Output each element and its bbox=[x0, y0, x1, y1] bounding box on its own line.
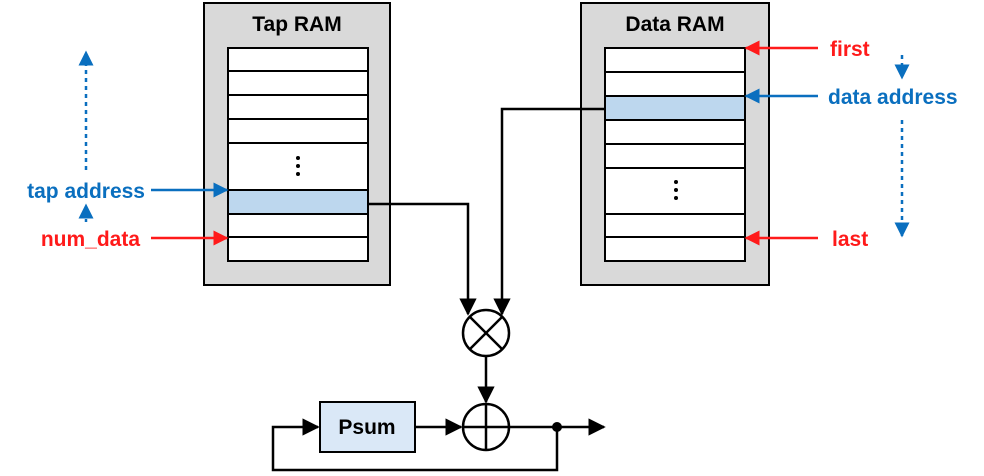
num-data-label: num_data bbox=[41, 228, 141, 251]
first-label: first bbox=[830, 38, 870, 61]
vertical-ellipsis-icon bbox=[674, 180, 678, 200]
tap-ram: Tap RAM bbox=[203, 2, 391, 286]
last-label: last bbox=[832, 228, 868, 251]
tap-ram-title: Tap RAM bbox=[252, 13, 341, 36]
data-ram-cells bbox=[604, 47, 746, 262]
feedback-wire bbox=[271, 418, 559, 472]
tap-address-label: tap address bbox=[27, 180, 145, 203]
adder-icon bbox=[461, 402, 511, 452]
vertical-ellipsis-icon bbox=[296, 156, 300, 176]
psum-label: Psum bbox=[338, 416, 395, 439]
data-ram-highlight-cell bbox=[604, 95, 746, 121]
data-address-label: data address bbox=[828, 86, 958, 109]
data-ram: Data RAM bbox=[580, 2, 770, 286]
psum-register: Psum bbox=[319, 401, 416, 453]
multiplier-icon bbox=[461, 308, 511, 358]
tap-ram-highlight-cell bbox=[227, 189, 369, 215]
tap-to-multiplier-wire bbox=[368, 202, 477, 316]
data-to-multiplier-wire bbox=[493, 107, 605, 316]
tap-ram-cells bbox=[227, 47, 369, 262]
data-ram-title: Data RAM bbox=[625, 13, 724, 36]
